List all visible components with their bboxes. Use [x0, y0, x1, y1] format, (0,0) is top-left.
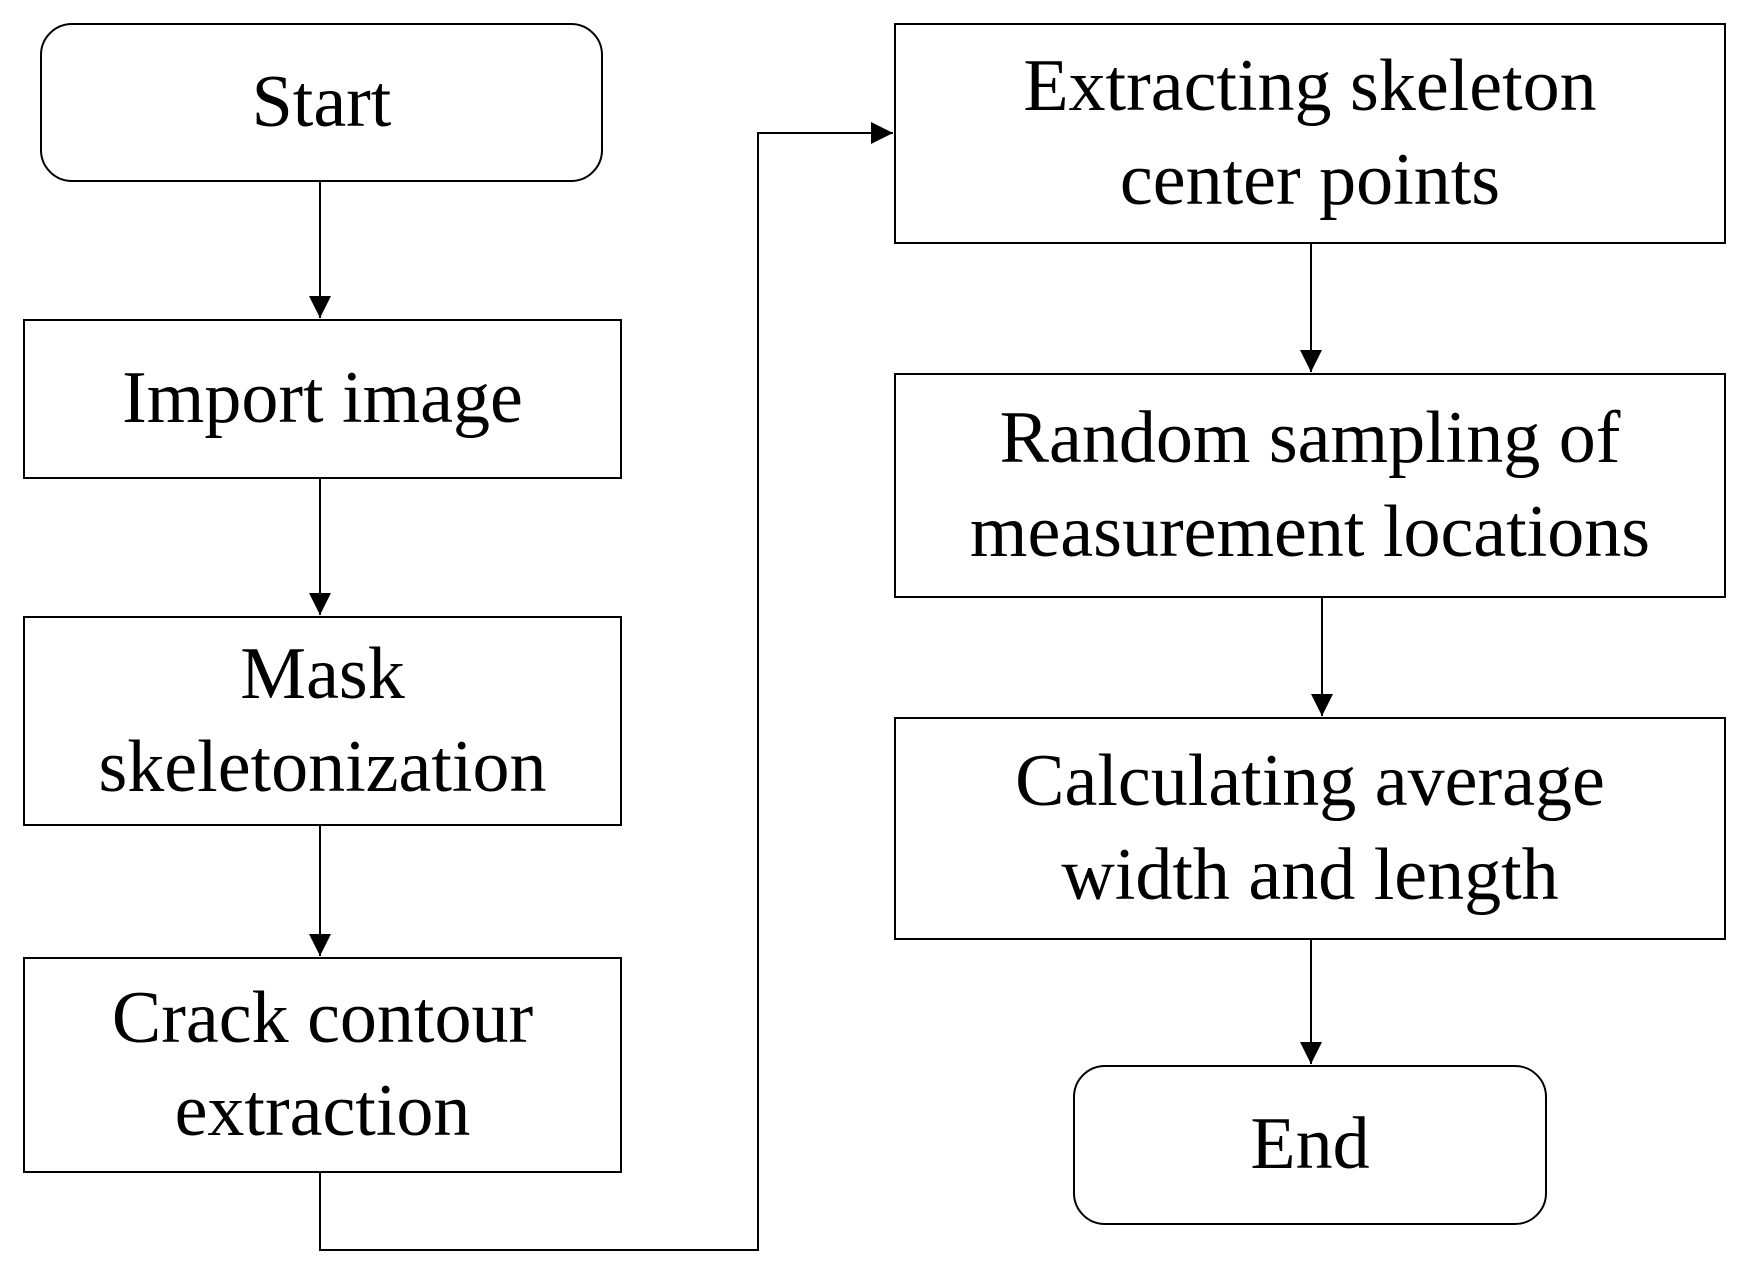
start-node-label: Start [251, 60, 392, 143]
arrow-crack-contour-extraction-to-extracting-skeleton [319, 122, 893, 1251]
end-node-label: End [1250, 1103, 1370, 1186]
end-node: End [1073, 1065, 1547, 1225]
random-sampling-node: Random sampling of measurement locations [894, 373, 1726, 598]
crack-contour-extraction-node-label: Crack contour extraction [111, 976, 534, 1152]
random-sampling-node-label: Random sampling of measurement locations [969, 397, 1651, 573]
extracting-skeleton-node: Extracting skeleton center points [894, 23, 1726, 244]
mask-skeletonization-node-label: Mask skeletonization [98, 632, 547, 808]
calculating-average-node-label: Calculating average width and length [1015, 740, 1605, 916]
extracting-skeleton-node-label: Extracting skeleton center points [1023, 45, 1597, 221]
calculating-average-node: Calculating average width and length [894, 717, 1726, 940]
start-node: Start [40, 23, 603, 182]
crack-contour-extraction-node: Crack contour extraction [23, 957, 622, 1173]
import-image-node: Import image [23, 319, 622, 479]
mask-skeletonization-node: Mask skeletonization [23, 616, 622, 826]
import-image-node-label: Import image [122, 357, 523, 440]
